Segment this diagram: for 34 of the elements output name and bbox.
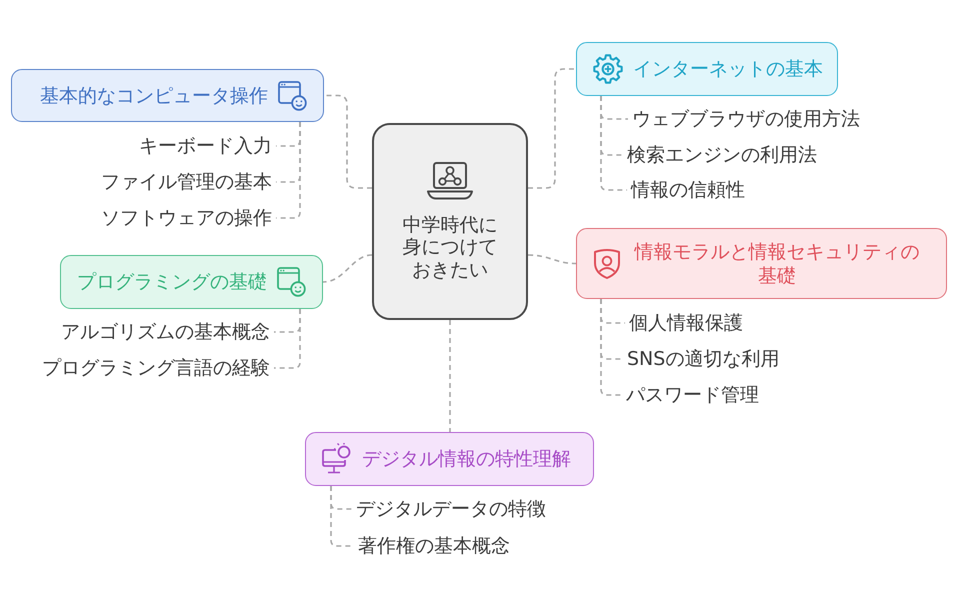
- connector-line: [324, 94, 372, 189]
- subtopic-text: ソフトウェアの操作: [101, 206, 272, 230]
- subtopic-text: キーボード入力: [139, 134, 272, 158]
- connector-line: [276, 122, 301, 219]
- topic-title: プログラミングの基礎: [77, 270, 267, 294]
- connector-line: [528, 254, 576, 264]
- topic-box: [60, 255, 323, 309]
- topic-box: [11, 69, 324, 122]
- subtopic-text: 検索エンジンの利用法: [627, 143, 817, 167]
- topic-box: [576, 228, 947, 299]
- central-topic-box: [372, 123, 528, 320]
- subtopic-text: プログラミング言語の経験: [42, 356, 270, 380]
- connector-line: [528, 68, 576, 189]
- topic-box: [305, 432, 594, 486]
- topic-title: デジタル情報の特性理解: [362, 447, 571, 471]
- topic-title: 基本的なコンピュータ操作: [40, 84, 268, 108]
- connector-line: [274, 309, 301, 369]
- subtopic-text: 情報の信頼性: [631, 178, 745, 202]
- subtopic-text: パスワード管理: [626, 383, 759, 407]
- connector-line: [322, 254, 372, 283]
- subtopic-text: アルゴリズムの基本概念: [61, 320, 270, 344]
- subtopic-text: ウェブブラウザの使用方法: [632, 107, 860, 131]
- connector-line: [449, 320, 451, 432]
- subtopic-text: デジタルデータの特徴: [356, 497, 546, 521]
- subtopic-text: ファイル管理の基本: [101, 170, 272, 194]
- connector-line: [600, 96, 627, 191]
- topic-title: 情報モラルと情報セキュリティの基礎: [633, 240, 920, 288]
- central-topic-title: 中学時代に身につけておきたい: [402, 214, 498, 282]
- topic-title: インターネットの基本: [633, 57, 823, 81]
- subtopic-text: SNSの適切な利用: [627, 347, 780, 371]
- subtopic-text: 個人情報保護: [629, 311, 743, 335]
- subtopic-text: 著作権の基本概念: [358, 534, 510, 558]
- connector-line: [600, 299, 622, 396]
- topic-box: [576, 42, 838, 96]
